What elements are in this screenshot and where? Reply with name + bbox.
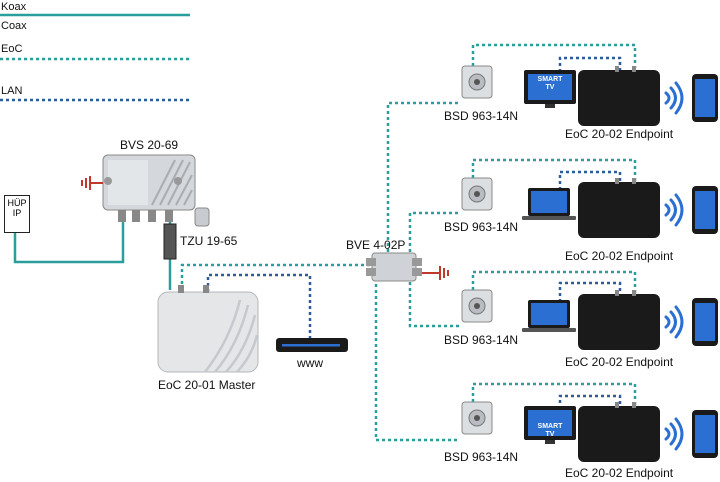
eoc-socket-endpoint-3	[471, 270, 637, 293]
branch-1-tablet	[692, 74, 718, 122]
branch-2-endpoint-label: EoC 20-02 Endpoint	[565, 249, 674, 263]
eoc-trunk-lower	[374, 278, 460, 442]
branch-4-endpoint-label: EoC 20-02 Endpoint	[565, 466, 674, 480]
branch-1-smart-tv	[524, 70, 576, 108]
router-label: www	[297, 356, 323, 370]
legend-label-eoc: EoC	[1, 43, 23, 55]
branch-2-tablet	[692, 186, 718, 234]
eoc-socket-endpoint-4	[471, 382, 637, 405]
hup-box: HÜP IP	[4, 195, 30, 233]
branch-3-endpoint	[578, 290, 660, 350]
lan-master-router	[206, 273, 312, 338]
eoc-trunk	[386, 101, 460, 258]
branch-1-endpoint-label: EoC 20-02 Endpoint	[565, 127, 674, 141]
lan-endpoint-laptop-3	[558, 281, 622, 302]
legend-label-lan: LAN	[1, 85, 23, 97]
branch-1-tv-text: SMART TV	[537, 76, 563, 91]
branch-1-wifi-icon	[664, 81, 684, 115]
branch-1-endpoint	[578, 66, 660, 126]
filter-label: TZU 19-65	[180, 234, 238, 248]
branch-2-socket-label: BSD 963-14N	[444, 220, 519, 234]
branch-3-wifi-icon	[664, 305, 684, 339]
branch-4-smart-tv	[524, 406, 576, 444]
branch-4-wifi-icon	[664, 417, 684, 451]
coax-hup-amplifier	[13, 222, 125, 264]
branch-3-laptop	[522, 300, 576, 332]
legend-label-koax: Koax	[1, 1, 27, 13]
branch-4-socket	[461, 401, 493, 435]
branch-2-laptop	[522, 188, 576, 220]
master-device	[157, 285, 259, 373]
router-device	[276, 338, 348, 352]
branch-2-wifi-icon	[664, 193, 684, 227]
lan-endpoint-laptop-2	[558, 170, 622, 190]
branch-3-tablet	[692, 298, 718, 346]
branch-1-socket	[461, 65, 493, 99]
branch-2-endpoint	[578, 178, 660, 238]
lan-endpoint-tv-1	[558, 56, 622, 72]
legend-label-coax: Coax	[1, 20, 27, 32]
splitter-ground-icon	[422, 266, 449, 280]
branch-4-tv-text: SMART TV	[537, 423, 563, 438]
branch-3-endpoint-label: EoC 20-02 Endpoint	[565, 355, 674, 369]
amplifier-ground-icon	[81, 176, 103, 190]
eoc-master-splitter	[180, 263, 376, 290]
branch-4-tablet	[692, 410, 718, 458]
hup-line1: HÜP	[7, 198, 27, 208]
splitter-device	[366, 252, 422, 282]
amplifier-label: BVS 20-69	[120, 138, 179, 152]
branch-4-endpoint	[578, 402, 660, 462]
amplifier-device	[102, 154, 210, 227]
master-label: EoC 20-01 Master	[158, 378, 256, 392]
splitter-label: BVE 4-02P	[346, 238, 406, 252]
hup-line2: IP	[12, 208, 22, 218]
eoc-branch-2	[408, 211, 460, 258]
eoc-socket-endpoint-1	[471, 43, 637, 68]
filter-device	[163, 223, 177, 260]
branch-3-socket	[461, 289, 493, 323]
branch-1-socket-label: BSD 963-14N	[444, 109, 519, 123]
lan-endpoint-tv-4	[558, 394, 622, 415]
eoc-branch-3	[408, 282, 460, 328]
branch-3-socket-label: BSD 963-14N	[444, 333, 519, 347]
eoc-socket-endpoint-2	[471, 158, 637, 183]
branch-2-socket	[461, 177, 493, 211]
branch-4-socket-label: BSD 963-14N	[444, 450, 519, 464]
